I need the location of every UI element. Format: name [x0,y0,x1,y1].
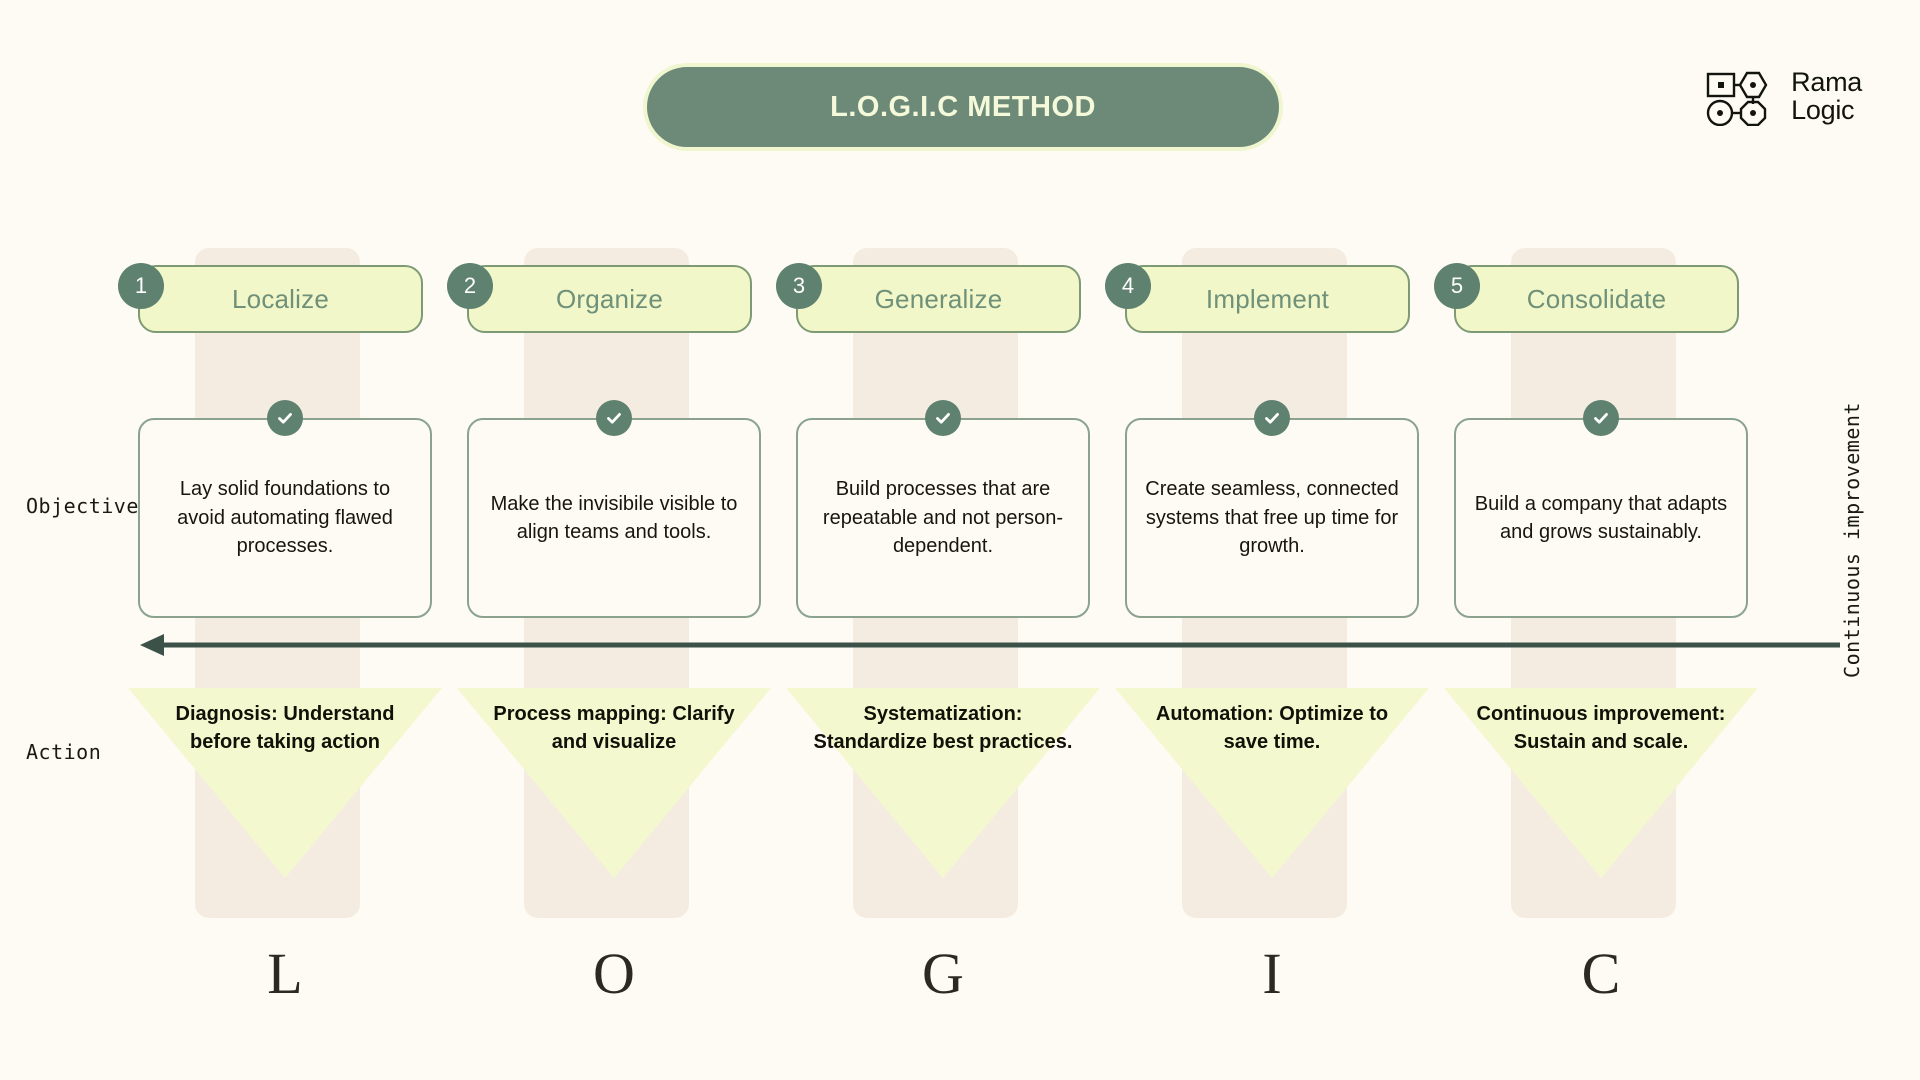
check-glyph [936,413,950,424]
step-column-3: Generalize 3 Build processes that are re… [776,0,1108,1080]
check-glyph [1594,413,1608,424]
step-title: Implement [1205,283,1330,314]
step-header-1[interactable]: Localize [138,265,423,333]
acronym-letter: C [1581,941,1621,1006]
step-number-badge: 4 [1105,263,1151,309]
logo-wordmark: Rama Logic [1791,69,1862,124]
check-glyph [1265,413,1279,424]
step-number-badge: 5 [1434,263,1480,309]
continuous-improvement-arrow [140,634,1840,656]
objective-card-5: Build a company that adapts and grows su… [1454,418,1748,618]
step-header-5[interactable]: Consolidate [1454,265,1739,333]
check-circle-icon [596,400,632,436]
objective-card-2: Make the invisibile visible to align tea… [467,418,761,618]
acronym-letter: I [1262,941,1282,1006]
check-circle-icon [267,400,303,436]
step-column-1: Localize 1 Lay solid foundations to avoi… [118,0,450,1080]
action-text: Automation: Optimize to save time. [1155,703,1389,753]
objective-text: Create seamless, connected systems that … [1145,478,1399,558]
method-title-banner: L.O.G.I.C METHOD [643,63,1283,151]
step-number-badge: 2 [447,263,493,309]
logo-line-2: Logic [1791,95,1855,125]
acronym-letter: L [267,941,303,1006]
check-circle-icon [1254,400,1290,436]
objective-card-4: Create seamless, connected systems that … [1125,418,1419,618]
action-text: Process mapping: Clarify and visualize [493,703,735,753]
step-title: Generalize [874,283,1003,314]
objective-card-1: Lay solid foundations to avoid automatin… [138,418,432,618]
objective-text: Build a company that adapts and grows su… [1474,492,1728,543]
step-header-2[interactable]: Organize [467,265,752,333]
acronym-letter: O [593,941,635,1006]
check-glyph [278,413,292,424]
step-header-3[interactable]: Generalize [796,265,1081,333]
step-title: Consolidate [1526,283,1667,314]
action-text: Continuous improvement: Sustain and scal… [1476,703,1726,753]
step-column-5: Consolidate 5 Build a company that adapt… [1434,0,1766,1080]
check-glyph [607,413,621,424]
check-circle-icon [1583,400,1619,436]
objective-text: Make the invisibile visible to align tea… [490,492,738,543]
step-title: Localize [232,283,329,314]
step-column-2: Organize 2 Make the invisibile visible t… [447,0,779,1080]
objective-card-3: Build processes that are repeatable and … [796,418,1090,618]
action-text: Diagnosis: Understand before taking acti… [175,703,395,753]
page-title: L.O.G.I.C METHOD [830,90,1096,123]
step-header-4[interactable]: Implement [1125,265,1410,333]
objective-text: Build processes that are repeatable and … [822,478,1064,558]
axis-label-action: Action [26,740,102,764]
step-title: Organize [555,283,664,314]
step-number-badge: 1 [118,263,164,309]
acronym-letter: G [922,941,964,1006]
step-column-4: Implement 4 Create seamless, connected s… [1105,0,1437,1080]
node-network-icon [1706,71,1768,126]
objective-text: Lay solid foundations to avoid automatin… [177,478,393,558]
check-circle-icon [925,400,961,436]
brand-logo: Rama Logic [1705,68,1862,126]
action-text: Systematization: Standardize best practi… [813,703,1073,753]
logo-line-1: Rama [1791,67,1862,98]
axis-label-objective: Objective [26,494,139,518]
step-number-badge: 3 [776,263,822,309]
